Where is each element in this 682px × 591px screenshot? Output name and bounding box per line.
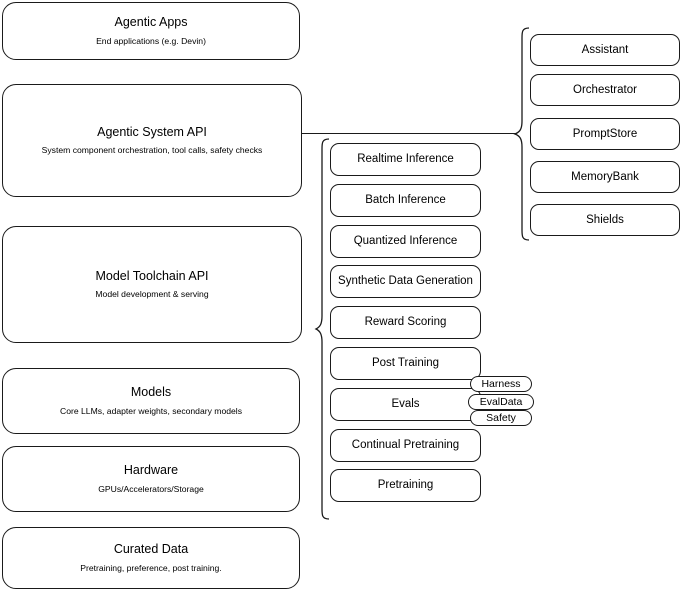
layer-title: Hardware bbox=[123, 463, 179, 478]
toolchain-item-reward-scoring[interactable]: Reward Scoring bbox=[330, 306, 481, 339]
evals-tag-safety[interactable]: Safety bbox=[470, 410, 532, 426]
layer-subtitle: System component orchestration, tool cal… bbox=[41, 145, 263, 156]
item-label: Continual Pretraining bbox=[351, 439, 460, 452]
system-item-memorybank[interactable]: MemoryBank bbox=[530, 161, 680, 193]
item-label: Assistant bbox=[581, 43, 629, 56]
layer-title: Curated Data bbox=[113, 542, 189, 557]
layer-title: Model Toolchain API bbox=[95, 268, 209, 283]
system-item-orchestrator[interactable]: Orchestrator bbox=[530, 74, 680, 106]
item-label: Reward Scoring bbox=[364, 316, 447, 329]
layer-model-toolchain-api[interactable]: Model Toolchain API Model development & … bbox=[2, 226, 302, 343]
item-label: Synthetic Data Generation bbox=[338, 275, 473, 288]
toolchain-item-post-training[interactable]: Post Training bbox=[330, 347, 481, 380]
layer-subtitle: Core LLMs, adapter weights, secondary mo… bbox=[60, 405, 242, 416]
item-label: MemoryBank bbox=[571, 170, 639, 183]
toolchain-item-batch-inference[interactable]: Batch Inference bbox=[330, 184, 481, 217]
layer-title: Agentic Apps bbox=[114, 15, 188, 30]
item-label: Evals bbox=[391, 398, 420, 411]
toolchain-item-realtime-inference[interactable]: Realtime Inference bbox=[330, 143, 481, 176]
layer-title: Models bbox=[130, 385, 172, 400]
tag-label: Safety bbox=[486, 411, 516, 424]
toolchain-item-synthetic-data-generation[interactable]: Synthetic Data Generation bbox=[330, 265, 481, 298]
item-label: PromptStore bbox=[572, 127, 638, 140]
toolchain-item-quantized-inference[interactable]: Quantized Inference bbox=[330, 225, 481, 258]
layer-models[interactable]: Models Core LLMs, adapter weights, secon… bbox=[2, 368, 300, 434]
item-label: Shields bbox=[586, 213, 624, 226]
system-components-brace bbox=[513, 27, 530, 241]
layer-agentic-apps[interactable]: Agentic Apps End applications (e.g. Devi… bbox=[2, 2, 300, 60]
evals-tag-harness[interactable]: Harness bbox=[470, 376, 532, 392]
system-api-connector-line bbox=[302, 133, 516, 135]
tag-label: EvalData bbox=[479, 395, 523, 408]
layer-curated-data[interactable]: Curated Data Pretraining, preference, po… bbox=[2, 527, 300, 589]
layer-subtitle: Model development & serving bbox=[95, 289, 209, 300]
item-label: Post Training bbox=[371, 357, 440, 370]
item-label: Pretraining bbox=[377, 479, 434, 492]
layer-subtitle: Pretraining, preference, post training. bbox=[80, 562, 222, 573]
toolchain-item-pretraining[interactable]: Pretraining bbox=[330, 469, 481, 502]
layer-title: Agentic System API bbox=[97, 124, 207, 139]
tag-label: Harness bbox=[481, 377, 521, 390]
item-label: Batch Inference bbox=[365, 194, 446, 207]
toolchain-item-evals[interactable]: Evals bbox=[330, 388, 481, 421]
item-label: Quantized Inference bbox=[353, 235, 458, 248]
toolchain-item-continual-pretraining[interactable]: Continual Pretraining bbox=[330, 429, 481, 462]
item-label: Orchestrator bbox=[573, 83, 637, 96]
layer-agentic-system-api[interactable]: Agentic System API System component orch… bbox=[2, 84, 302, 197]
evals-tag-evaldata[interactable]: EvalData bbox=[468, 394, 534, 410]
item-label: Realtime Inference bbox=[357, 153, 454, 166]
system-item-promptstore[interactable]: PromptStore bbox=[530, 118, 680, 150]
system-item-assistant[interactable]: Assistant bbox=[530, 34, 680, 66]
layer-hardware[interactable]: Hardware GPUs/Accelerators/Storage bbox=[2, 446, 300, 512]
toolchain-brace bbox=[314, 138, 330, 520]
system-item-shields[interactable]: Shields bbox=[530, 204, 680, 236]
layer-subtitle: GPUs/Accelerators/Storage bbox=[98, 483, 204, 494]
layer-subtitle: End applications (e.g. Devin) bbox=[96, 35, 206, 46]
